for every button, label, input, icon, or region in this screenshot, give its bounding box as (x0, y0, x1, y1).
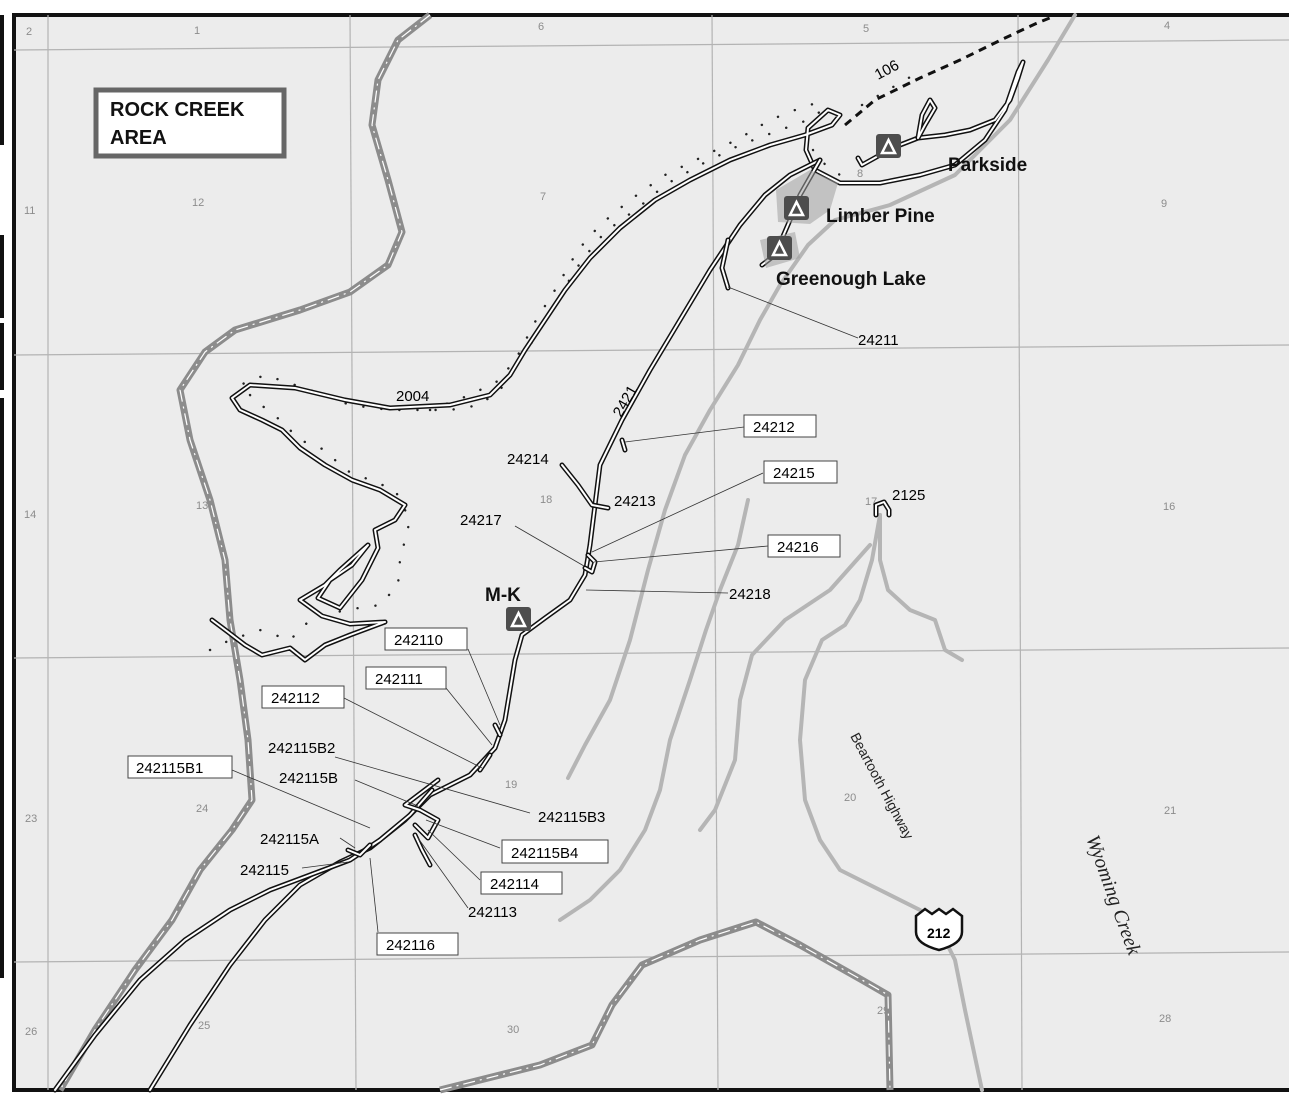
road-label: 2004 (396, 388, 429, 405)
road-label: 242115B2 (268, 740, 335, 757)
road-label: 242115B (279, 770, 338, 787)
section-number: 2 (26, 26, 32, 38)
road-label: 242113 (468, 904, 517, 921)
map-title: ROCK CREEK AREA (93, 87, 287, 159)
boxed-road-label: 242115B4 (511, 845, 578, 862)
campground-parkside: Parkside (876, 134, 1027, 176)
campground-m-k: M-K (485, 585, 531, 631)
section-number: 8 (857, 168, 863, 180)
section-number: 18 (540, 494, 552, 506)
map-frame (12, 13, 1289, 1092)
section-number: 1 (194, 25, 200, 37)
streams (558, 13, 1077, 1092)
boxed-road-label: 242111 (375, 671, 423, 688)
road-label: 24218 (729, 586, 771, 603)
road-label: 242115A (260, 831, 319, 848)
section-number: 5 (863, 23, 869, 35)
boxed-road-labels: 24212 24215 24216 242110 242111 242112 2… (127, 414, 841, 956)
boxed-road-label: 24215 (773, 465, 815, 482)
section-number: 26 (25, 1026, 37, 1038)
road-label: 24211 (858, 332, 899, 349)
road-label: 242115 (240, 862, 289, 879)
section-number: 4 (1164, 20, 1170, 32)
section-number: 6 (538, 21, 544, 33)
road-label: 24217 (460, 512, 502, 529)
section-number: 16 (1163, 501, 1175, 513)
campground-label: Parkside (948, 155, 1027, 176)
boxed-road-label: 242114 (490, 876, 539, 893)
section-number: 12 (192, 197, 204, 209)
section-number: 11 (24, 205, 35, 217)
section-number: 14 (24, 509, 36, 521)
us-route-shield: 212 (914, 907, 964, 952)
boxed-road-label: 242116 (386, 937, 435, 954)
wilderness-boundary (56, 12, 894, 1094)
section-number: 30 (507, 1024, 519, 1036)
boxed-road-label: 242110 (394, 632, 443, 649)
section-number: 24 (196, 803, 208, 815)
trail-106 (844, 15, 1053, 127)
boxed-road-label: 242115B1 (136, 760, 203, 777)
shield-icon (914, 907, 964, 952)
section-number: 20 (844, 792, 856, 804)
title-line-2: AREA (110, 127, 167, 149)
boxed-road-label: 24212 (753, 419, 795, 436)
road-label: 24214 (507, 451, 549, 468)
campground-greenough-lake: Greenough Lake (760, 232, 926, 290)
section-number: 19 (505, 779, 517, 791)
section-number: 28 (1159, 1013, 1171, 1025)
shield-number: 212 (927, 925, 951, 941)
boxed-road-label: 242112 (271, 690, 320, 707)
campground-limber-pine: Limber Pine (776, 170, 935, 227)
boxed-road-label: 24216 (777, 539, 819, 556)
section-number: 13 (196, 500, 208, 512)
section-number: 7 (540, 191, 546, 203)
section-grid (13, 14, 1289, 1091)
campground-label: Greenough Lake (776, 269, 926, 290)
section-number: 25 (198, 1020, 210, 1032)
road-label: 242115B3 (538, 809, 605, 826)
campground-label: Limber Pine (826, 206, 935, 227)
leader-lines (231, 286, 859, 933)
road-label: 2125 (892, 487, 925, 504)
section-number: 23 (25, 813, 37, 825)
section-number: 9 (1161, 198, 1167, 210)
road-label: 24213 (614, 493, 656, 510)
campground-label: M-K (485, 585, 521, 606)
section-number: 21 (1164, 805, 1176, 817)
title-line-1: ROCK CREEK (110, 99, 245, 121)
